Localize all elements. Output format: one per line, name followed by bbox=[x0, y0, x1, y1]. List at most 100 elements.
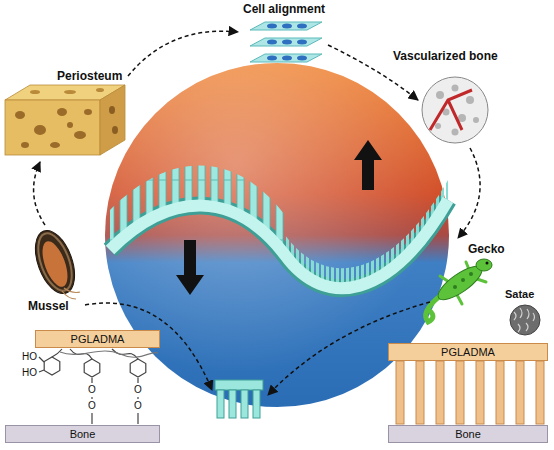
patterned-film bbox=[110, 200, 448, 288]
setae-pillars bbox=[536, 361, 544, 424]
periosteum-block bbox=[84, 109, 92, 115]
catechol-chemistry bbox=[91, 397, 92, 399]
figure-label: Mussel bbox=[28, 300, 69, 313]
catechol-chemistry bbox=[137, 378, 138, 383]
cell-layers bbox=[267, 40, 277, 45]
gecko-image bbox=[426, 296, 440, 322]
patterned-film bbox=[110, 166, 448, 289]
cell-layers bbox=[297, 40, 307, 45]
setae-pillars bbox=[516, 361, 524, 424]
comb-structure bbox=[229, 390, 236, 418]
catechol-chemistry bbox=[137, 397, 138, 399]
cell-layers bbox=[250, 54, 322, 62]
comb-structure bbox=[215, 380, 263, 418]
periosteum-block bbox=[112, 126, 118, 134]
vascularized-bone-image bbox=[422, 77, 488, 143]
chemical-group: HO bbox=[22, 367, 37, 378]
setae-image bbox=[510, 305, 540, 335]
catechol-chemistry bbox=[39, 349, 158, 424]
setae-pillars bbox=[396, 361, 544, 424]
setae-pillars bbox=[456, 361, 464, 424]
chemical-group: O bbox=[88, 384, 96, 395]
vascularized-bone-image bbox=[430, 90, 472, 130]
catechol-chemistry bbox=[137, 413, 138, 424]
vascularized-bone-image bbox=[452, 85, 459, 92]
layer-label: PGLADMA bbox=[441, 346, 495, 358]
chemical-group: HO bbox=[22, 351, 37, 362]
periosteum-block bbox=[57, 108, 67, 116]
comb-structure bbox=[217, 390, 224, 418]
direction-arrow bbox=[176, 240, 204, 295]
layer-label: PGLADMA bbox=[71, 333, 125, 345]
periosteum-block bbox=[30, 90, 40, 94]
periosteum-block bbox=[64, 90, 76, 94]
chemical-group: O bbox=[134, 384, 142, 395]
vascularized-bone-image bbox=[435, 123, 441, 129]
periosteum-block bbox=[74, 131, 86, 139]
cell-layers bbox=[297, 56, 307, 61]
gecko-image bbox=[426, 259, 492, 322]
dashed-cycle-arrow bbox=[458, 148, 480, 238]
gecko-image bbox=[461, 278, 465, 282]
figure-label: Cell alignment bbox=[243, 3, 325, 16]
setae-image bbox=[514, 308, 535, 332]
comb-structure bbox=[253, 390, 260, 418]
periosteum-block bbox=[109, 106, 115, 114]
catechol-chemistry bbox=[52, 349, 62, 357]
catechol-chemistry bbox=[60, 351, 158, 357]
periosteum-block bbox=[67, 122, 73, 128]
periosteum-block bbox=[100, 85, 125, 155]
mussel-image bbox=[28, 225, 83, 299]
cell-layers bbox=[267, 24, 277, 29]
periosteum-block bbox=[5, 85, 125, 155]
periosteum-block bbox=[15, 111, 25, 119]
setae-image bbox=[510, 305, 540, 335]
gecko-image bbox=[476, 259, 492, 271]
gecko-image bbox=[453, 285, 457, 289]
cell-layers bbox=[297, 24, 307, 29]
bone-layer: Bone bbox=[5, 425, 160, 443]
mussel-image bbox=[37, 238, 72, 290]
cell-layers bbox=[282, 40, 292, 45]
cell-layers bbox=[282, 56, 292, 61]
vascularized-bone-image bbox=[466, 96, 474, 104]
cell-layers bbox=[267, 56, 277, 61]
vascularized-bone-image bbox=[422, 77, 488, 143]
periosteum-block bbox=[21, 142, 29, 148]
layer-label: Bone bbox=[70, 428, 96, 440]
setae-pillars bbox=[416, 361, 424, 424]
mussel-image bbox=[62, 288, 80, 299]
vascularized-bone-image bbox=[452, 129, 459, 136]
setae-pillars bbox=[476, 361, 484, 424]
catechol-chemistry bbox=[39, 370, 44, 372]
dashed-cycle-arrow bbox=[34, 31, 481, 395]
cell-layers bbox=[250, 38, 322, 46]
periosteum-block bbox=[5, 100, 100, 155]
dashed-cycle-arrow bbox=[128, 31, 238, 76]
figure-label: Satae bbox=[505, 288, 534, 300]
polymer-layer: PGLADMA bbox=[35, 330, 160, 348]
polymer-layer: PGLADMA bbox=[388, 343, 548, 361]
cell-layers bbox=[282, 24, 292, 29]
layer-label: Bone bbox=[455, 428, 481, 440]
vascularized-bone-image bbox=[436, 91, 444, 99]
periosteum-block bbox=[34, 125, 46, 135]
cell-layers bbox=[250, 22, 322, 62]
periosteum-block bbox=[96, 88, 104, 92]
catechol-chemistry bbox=[84, 359, 100, 377]
vascularized-bone-image bbox=[473, 117, 479, 123]
setae-pillars bbox=[436, 361, 444, 424]
chemical-group: O bbox=[134, 400, 142, 411]
periosteum-block bbox=[50, 142, 60, 148]
mussel-image bbox=[32, 229, 79, 295]
setae-pillars bbox=[396, 361, 404, 424]
dashed-cycle-arrow bbox=[34, 162, 45, 225]
catechol-chemistry bbox=[130, 359, 146, 377]
gecko-image bbox=[469, 272, 473, 276]
comb-structure bbox=[241, 390, 248, 418]
setae-pillars bbox=[496, 361, 504, 424]
direction-arrow bbox=[176, 140, 382, 295]
figure-label: Periosteum bbox=[57, 70, 122, 83]
